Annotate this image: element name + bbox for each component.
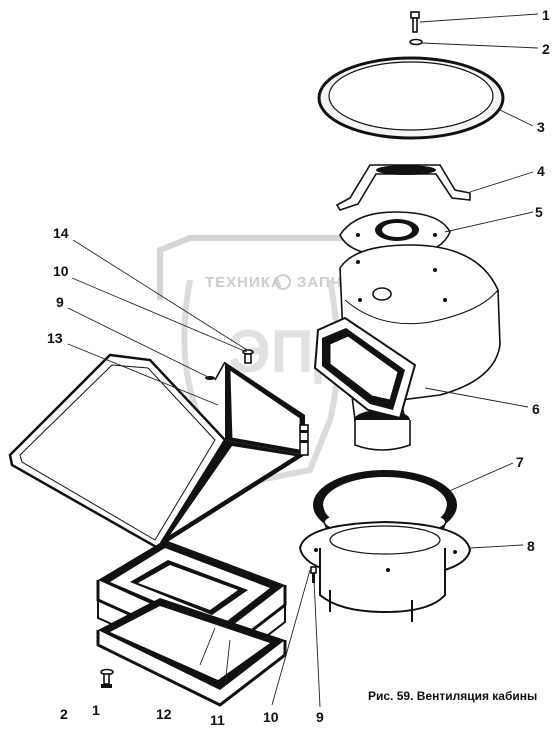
part-12-frame	[96, 598, 287, 707]
part-4-bracket	[335, 164, 471, 211]
part-11-gasket	[96, 540, 287, 674]
callout-8: 8	[527, 538, 535, 554]
part-1-bolt-bottom	[101, 673, 112, 688]
figure-caption: Рис. 59. Вентиляция кабины	[368, 689, 537, 703]
callout-10-left: 10	[53, 263, 69, 279]
callout-12: 12	[156, 706, 172, 722]
callout-6: 6	[532, 401, 540, 417]
callout-2-top: 2	[542, 41, 550, 57]
callout-1-top: 1	[542, 7, 550, 23]
part-8-flanged-sleeve	[298, 520, 472, 622]
callout-4: 4	[537, 163, 545, 179]
part-13-duct	[8, 353, 309, 550]
part-6-blower-housing	[313, 244, 501, 451]
part-10-washer-bottom	[310, 566, 317, 574]
callout-10-bottom: 10	[263, 709, 279, 725]
callout-labels: 1 2 3 4 5 6 7 8 14 10 9 13 2 1 12 11 10 …	[47, 7, 550, 728]
callout-7: 7	[516, 454, 524, 470]
callout-9-left: 9	[56, 294, 64, 310]
leader-lines	[67, 13, 539, 708]
callout-13: 13	[47, 330, 63, 346]
watermark-text-left: ТЕХНИКА	[205, 274, 283, 291]
callout-2-bottom: 2	[60, 706, 68, 722]
callout-11: 11	[210, 712, 225, 728]
part-14-clip	[244, 353, 252, 364]
callout-3: 3	[537, 119, 545, 135]
part-2-washer-top	[409, 38, 423, 46]
part-1-bolt-top	[410, 11, 420, 33]
part-9-screw-bottom	[312, 573, 315, 583]
callout-5: 5	[535, 204, 543, 220]
part-3-cover	[317, 56, 505, 140]
callout-1-bottom: 1	[92, 702, 100, 718]
callout-9-bottom: 9	[316, 709, 324, 725]
callout-14: 14	[53, 225, 69, 241]
gear-icon	[275, 274, 291, 290]
